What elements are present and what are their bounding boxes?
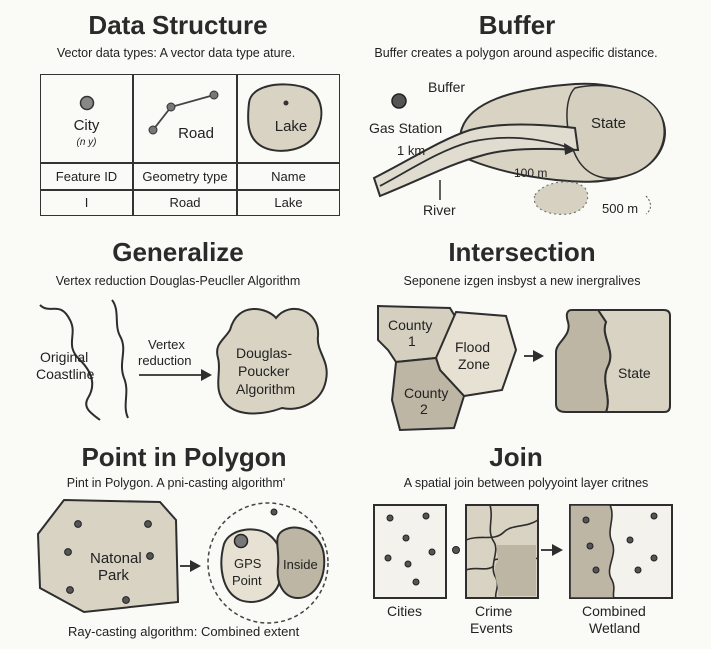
flood-zone-label-2: Zone <box>458 356 490 372</box>
search-extent-circle <box>207 502 329 624</box>
combined-wetland-label-1: Combined <box>582 603 646 619</box>
point-in-polygon-title: Point in Polygon <box>81 442 287 472</box>
cities-points <box>384 512 436 586</box>
county-2-label-1: County <box>404 385 448 401</box>
data-structure-title: Data Structure <box>88 10 268 40</box>
gps-label-1: GPS <box>234 556 262 571</box>
lake-label: Lake <box>274 118 308 135</box>
table-cell-geometry: Road <box>169 195 201 210</box>
county-2-polygon <box>390 356 466 432</box>
distance-500m-polygon <box>533 181 589 215</box>
national-park-polygon <box>36 498 180 614</box>
distance-500m-label: 500 m <box>602 201 638 216</box>
data-structure-icons <box>79 83 323 152</box>
distance-100m-label: 100 m <box>514 166 547 180</box>
data-structure-subtitle: Vector data types: A vector data type at… <box>56 46 296 60</box>
road-line-icon <box>148 90 219 135</box>
algorithm-label-2: Poucker <box>238 363 290 379</box>
national-park-label-2: Park <box>98 567 129 584</box>
table-cell-name: Lake <box>274 195 303 210</box>
buffer-subtitle: Buffer creates a polygon around aspecifi… <box>374 46 658 60</box>
combined-points <box>582 512 658 574</box>
generalize-subtitle: Vertex reduction Douglas-Peucller Algori… <box>55 274 301 288</box>
crime-events-label-1: Crime <box>475 603 513 619</box>
intersection-subtitle: Seponene izgen insbyst a new inergralive… <box>403 274 641 288</box>
river-label: River <box>423 202 456 218</box>
county-2-label-2: 2 <box>420 401 428 417</box>
original-coastline-label-2: Coastline <box>36 366 95 382</box>
generalize-title: Generalize <box>112 237 244 267</box>
combined-wetland-label-2: Wetland <box>589 620 640 636</box>
table-header-feature-id: Feature ID <box>55 169 118 184</box>
inside-label: Inside <box>283 557 318 572</box>
national-park-label-1: Natonal <box>90 550 142 567</box>
combined-wetland-polygon <box>569 504 616 599</box>
cities-label: Cities <box>387 603 422 619</box>
buffer-arrow-line <box>379 136 571 187</box>
point-in-polygon-subtitle: Pint in Polygon. A pni-casting algorithm… <box>66 476 286 490</box>
table-cell-id: I <box>84 195 89 210</box>
join-title: Join <box>489 442 543 472</box>
original-coastline-left <box>39 304 101 421</box>
join-arrow <box>552 544 563 556</box>
gas-station-point-icon <box>391 93 407 109</box>
gas-station-label: Gas Station <box>369 120 442 136</box>
algorithm-label-1: Douglas- <box>236 345 292 361</box>
algorithm-label-3: Algorithm <box>236 381 295 397</box>
table-header-name: Name <box>271 169 306 184</box>
data-structure-table: City (n y) Road Lake Feature ID Geometry… <box>40 74 340 216</box>
gps-label-2: Point <box>232 573 262 588</box>
table-header-geometry-type: Geometry type <box>142 169 228 184</box>
inside-polygon <box>276 526 326 600</box>
flood-zone-label-1: Flood <box>455 339 490 355</box>
pip-arrow <box>190 560 201 572</box>
intersection-arrow <box>533 350 544 362</box>
distance-1km-label: 1 km <box>397 143 425 158</box>
city-label: City <box>73 117 100 134</box>
result-state-label: State <box>618 365 651 381</box>
gps-point-icon <box>233 533 249 549</box>
road-label: Road <box>178 125 214 142</box>
original-coastline-right <box>111 299 129 419</box>
intersection-title: Intersection <box>448 237 596 267</box>
county-1-label-2: 1 <box>408 333 416 349</box>
buffer-title: Buffer <box>478 10 556 40</box>
ray-casting-caption: Ray-casting algorithm: Combined extent <box>68 624 300 639</box>
city-point-icon <box>79 95 95 111</box>
lake-polygon-icon <box>247 83 323 152</box>
original-coastline-label-1: Original <box>40 349 88 365</box>
river-band <box>372 123 580 198</box>
douglas-peucker-polygon <box>216 307 328 415</box>
vertex-reduction-label-2: reduction <box>138 353 191 368</box>
park-points <box>64 520 154 604</box>
join-subtitle: A spatial join between polyyoint layer c… <box>403 476 649 490</box>
city-coord: (n y) <box>76 137 97 148</box>
county-1-label-1: County <box>388 317 432 333</box>
buffer-label: Buffer <box>428 79 465 95</box>
crime-events-label-2: Events <box>470 620 513 636</box>
vertex-reduction-label-1: Vertex <box>148 337 185 352</box>
result-state-left <box>555 309 612 413</box>
state-label: State <box>591 115 626 132</box>
